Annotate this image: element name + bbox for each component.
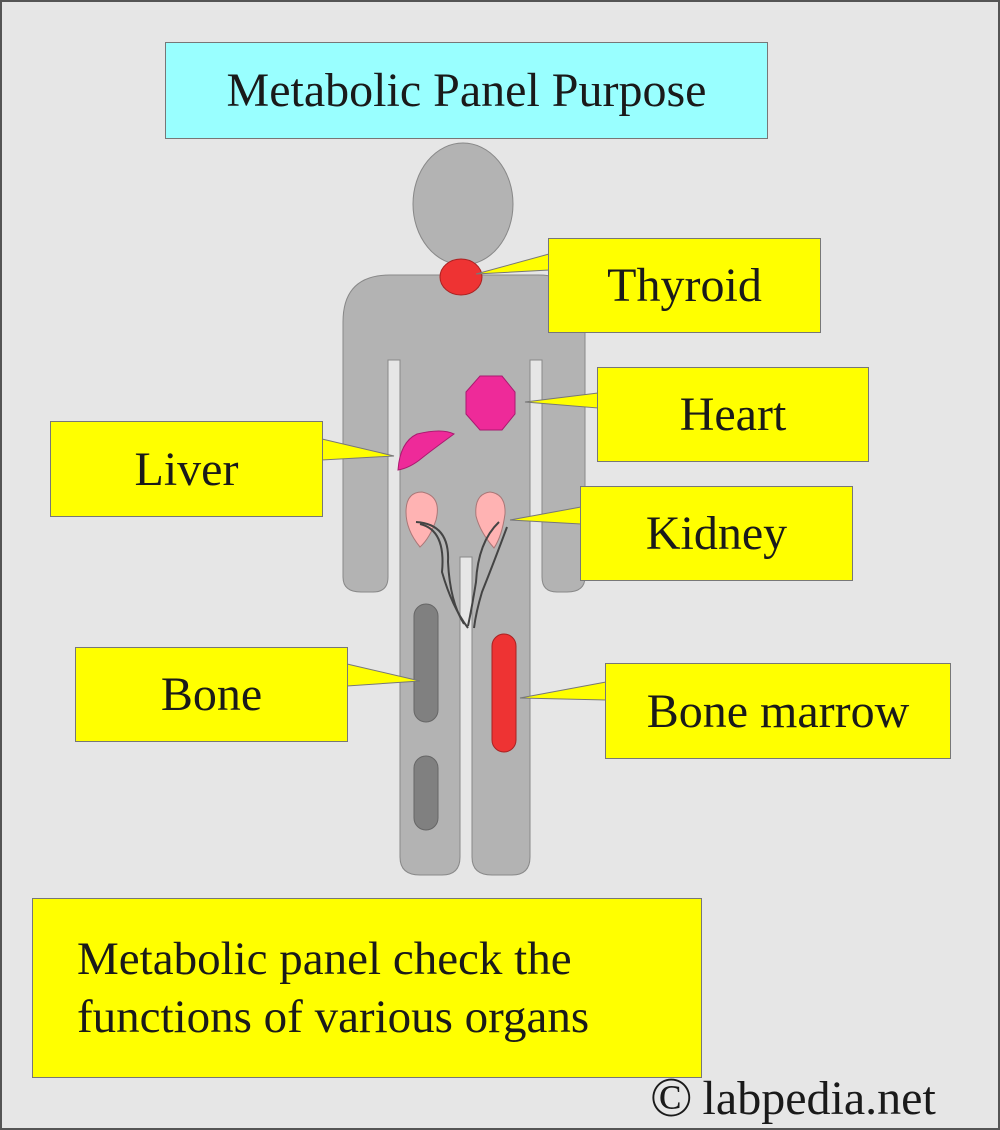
kidney-right-organ bbox=[475, 491, 506, 549]
ureter-right bbox=[467, 521, 500, 627]
label-thyroid-text: Thyroid bbox=[607, 259, 762, 312]
caption-line-2: functions of various organs bbox=[77, 991, 590, 1043]
label-liver-text: Liver bbox=[134, 442, 239, 496]
label-heart-text: Heart bbox=[679, 388, 787, 441]
kidney-left-organ bbox=[405, 491, 438, 548]
label-bone-marrow: Bone marrow bbox=[605, 663, 951, 759]
bone-lower bbox=[413, 755, 439, 831]
ureter-left-inner bbox=[419, 523, 469, 629]
head bbox=[412, 142, 514, 266]
body-silhouette bbox=[342, 274, 586, 876]
caption-box: Metabolic panel check the functions of v… bbox=[32, 898, 702, 1078]
label-kidney: Kidney bbox=[580, 486, 853, 581]
bone-marrow-organ bbox=[491, 633, 517, 753]
label-liver: Liver bbox=[50, 421, 323, 517]
bone-upper bbox=[413, 603, 439, 723]
label-thyroid: Thyroid bbox=[548, 238, 821, 333]
caption-line-1: Metabolic panel check the bbox=[77, 933, 572, 985]
label-kidney-text: Kidney bbox=[645, 507, 788, 560]
diagram-title: Metabolic Panel Purpose bbox=[165, 42, 768, 139]
bone-marrow-pointer bbox=[519, 681, 607, 701]
copyright-text: labpedia.net bbox=[702, 1071, 936, 1125]
label-bone-marrow-text: Bone marrow bbox=[646, 684, 910, 738]
copyright-icon: © bbox=[650, 1067, 693, 1129]
copyright-notice: © labpedia.net bbox=[650, 1070, 936, 1126]
label-heart: Heart bbox=[597, 367, 869, 462]
ureter-right-inner bbox=[473, 526, 508, 629]
heart-organ bbox=[465, 375, 516, 431]
liver-organ bbox=[397, 430, 455, 471]
thyroid-organ bbox=[439, 258, 483, 296]
diagram-title-text: Metabolic Panel Purpose bbox=[226, 64, 707, 117]
label-bone-text: Bone bbox=[160, 668, 263, 721]
label-bone: Bone bbox=[75, 647, 348, 742]
